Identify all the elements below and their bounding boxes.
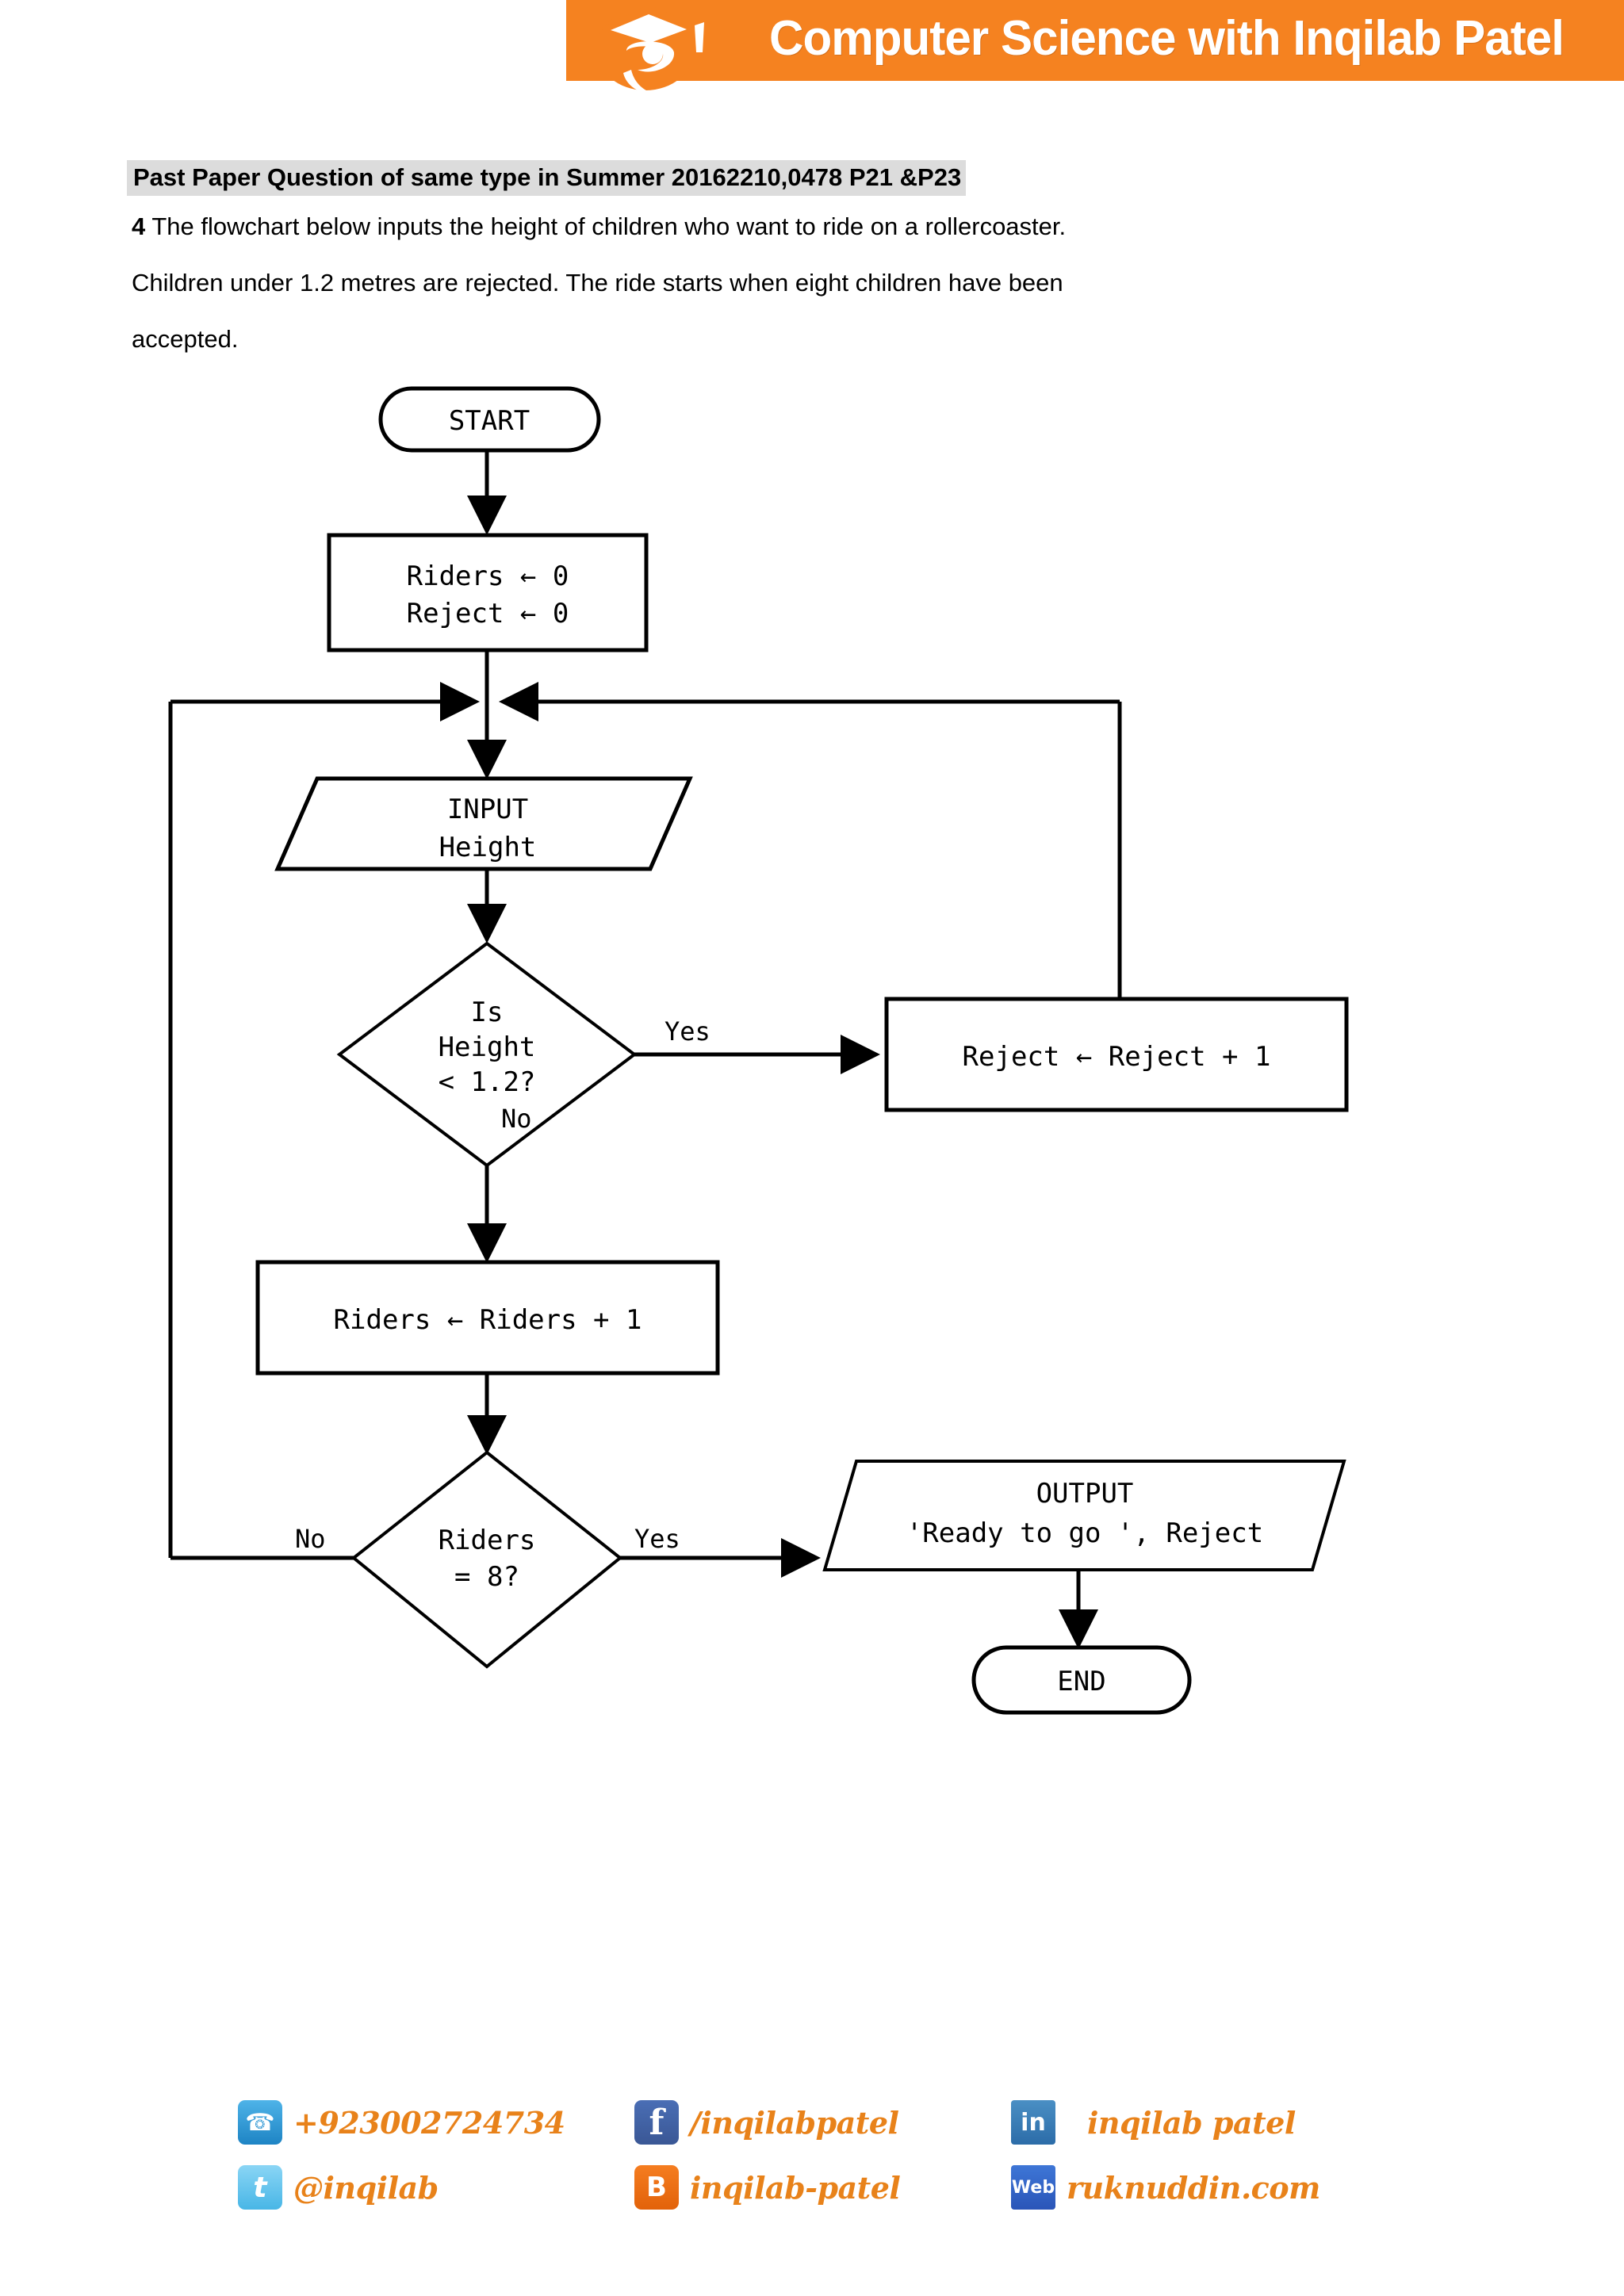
decision-height-no-label: No [501,1104,532,1134]
start-terminator-label: START [449,405,530,437]
site-header-banner [566,0,1624,81]
question-body-line-3: accepted. [132,325,239,353]
init-process-shape [327,533,649,652]
rollercoaster-flowchart: START Riders ← 0 Reject ← 0 INPUT Height… [0,365,1624,1792]
decision-riders-no-label: No [295,1524,326,1554]
decision-riders-shape [350,1450,623,1669]
input-parallelogram-shape [274,776,693,871]
linkedin-icon: in [1011,2100,1055,2145]
facebook-icon: f [634,2100,679,2145]
footer-blogger-label: inqilab-patel [690,2169,901,2206]
graduation-cap-logo [576,0,726,97]
footer-column-3: in inqilab patel Web ruknuddin.com [1011,2093,1320,2223]
decision-height-line-2: Height [439,1031,536,1063]
footer-website-label: ruknuddin.com [1067,2169,1320,2206]
question-body-line-1: The flowchart below inputs the height of… [151,212,1067,240]
footer-phone-label: +923002724734 [293,2104,565,2141]
output-parallelogram-shape [822,1460,1346,1571]
web-icon: Web [1011,2165,1055,2210]
question-number: 4 [132,212,146,240]
end-terminator-shape [971,1645,1192,1715]
riders-increment-label: Riders ← Riders + 1 [334,1304,642,1336]
output-line-1: OUTPUT [1036,1478,1134,1510]
question-body-line-2: Children under 1.2 metres are rejected. … [132,269,1063,297]
start-terminator-shape [378,386,601,453]
footer-column-2: f /inqilabpatel B inqilab-patel [634,2093,901,2223]
twitter-icon: t [238,2165,282,2210]
init-line-1: Riders ← 0 [407,561,569,592]
reject-increment-label: Reject ← Reject + 1 [963,1041,1271,1073]
footer-facebook-label: /inqilabpatel [690,2104,899,2141]
decision-height-line-3: < 1.2? [439,1066,536,1098]
decision-riders-line-1: Riders [439,1525,536,1556]
decision-riders-line-2: = 8? [454,1561,519,1593]
input-line-2: Height [439,832,537,863]
output-line-2: 'Ready to go ', Reject [906,1517,1263,1549]
footer-item-phone[interactable]: ☎ +923002724734 [238,2093,565,2152]
decision-height-line-1: Is [471,997,504,1028]
question-body: 4 The flowchart below inputs the height … [132,198,1480,367]
phone-icon: ☎ [238,2100,282,2145]
reject-increment-shape [884,997,1349,1112]
init-line-2: Reject ← 0 [407,598,569,629]
footer-item-linkedin[interactable]: in inqilab patel [1011,2093,1320,2152]
input-line-1: INPUT [447,794,528,825]
footer-item-blogger[interactable]: B inqilab-patel [634,2158,901,2217]
blogger-icon: B [634,2165,679,2210]
past-paper-heading: Past Paper Question of same type in Summ… [127,160,967,196]
end-terminator-label: END [1057,1666,1105,1697]
footer-twitter-label: @inqilab [293,2169,439,2206]
footer-linkedin-label: inqilab patel [1087,2104,1296,2141]
decision-height-yes-label: Yes [665,1016,710,1047]
footer-item-twitter[interactable]: t @inqilab [238,2158,565,2217]
contact-footer: ☎ +923002724734 t @inqilab f /inqilabpat… [238,2093,1427,2236]
decision-riders-yes-label: Yes [634,1524,680,1554]
footer-column-1: ☎ +923002724734 t @inqilab [238,2093,565,2223]
footer-item-facebook[interactable]: f /inqilabpatel [634,2093,900,2152]
footer-item-website[interactable]: Web ruknuddin.com [1011,2158,1320,2217]
site-title: Computer Science with Inqilab Patel [769,11,1565,66]
